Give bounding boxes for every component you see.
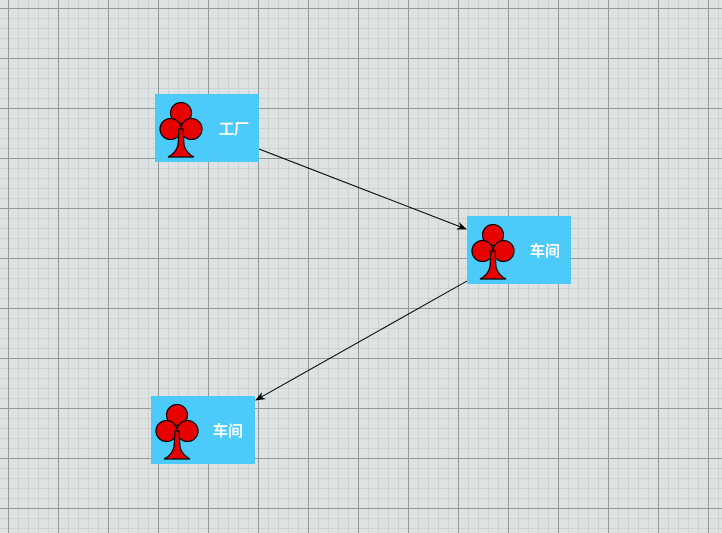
node-label: 工厂 (218, 119, 249, 138)
node-workshop-2[interactable]: 车间 (151, 396, 255, 464)
club-icon (159, 101, 203, 158)
node-label: 车间 (529, 241, 560, 260)
node-workshop-1[interactable]: 车间 (467, 216, 571, 284)
node-factory[interactable]: 工厂 (155, 94, 259, 162)
edge-workshop-1-to-workshop-2[interactable] (255, 280, 468, 401)
club-icon (155, 403, 199, 460)
node-label: 车间 (212, 421, 243, 440)
club-icon (471, 223, 515, 280)
edge-factory-to-workshop-1[interactable] (258, 148, 467, 230)
